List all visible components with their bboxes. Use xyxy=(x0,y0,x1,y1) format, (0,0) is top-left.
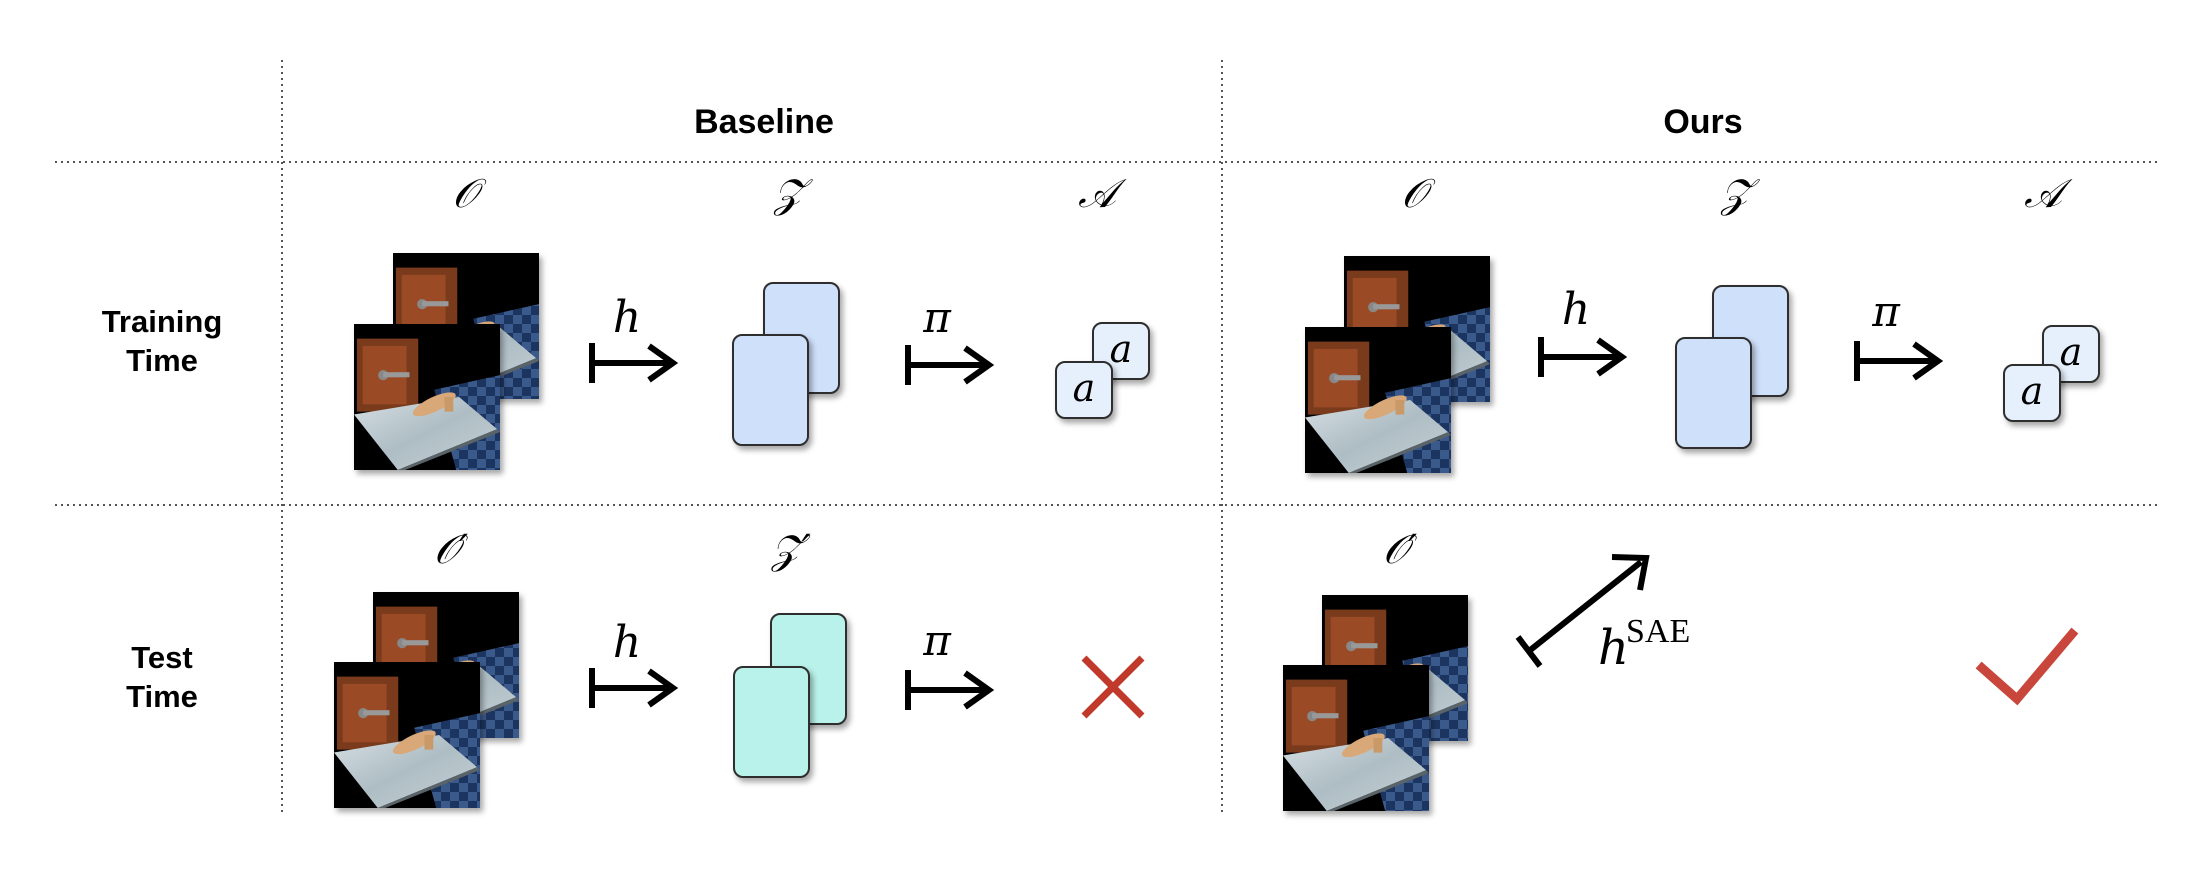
symbol-obs-shift-ours: 𝒪′ xyxy=(1383,527,1418,573)
observation-stack-train-baseline xyxy=(354,253,539,470)
symbol-action-ours: 𝒜 xyxy=(2024,171,2073,217)
action-tiles-train-baseline: aa xyxy=(1055,322,1150,419)
observation-stack-test-baseline xyxy=(334,592,519,808)
symbol-obs-ours: 𝒪 xyxy=(1401,171,1436,217)
latent-card-front xyxy=(1675,337,1752,449)
row-label-test: Test Time xyxy=(126,640,198,714)
observation-stack-train-ours xyxy=(1305,256,1490,473)
observation-image-front xyxy=(334,662,480,808)
action-token-label: a xyxy=(1073,366,1096,410)
symbol-latent-baseline: 𝒵 xyxy=(773,171,814,217)
encoder-arrow-test-baseline: h xyxy=(589,617,679,708)
column-header-ours: Ours xyxy=(1663,103,1742,141)
row-label-training-line1: Training xyxy=(102,304,223,339)
symbol-obs-shift-baseline: 𝒪′ xyxy=(434,527,469,573)
action-token-label: a xyxy=(2021,369,2044,413)
latent-cards-test-baseline xyxy=(733,613,847,778)
row-label-test-line2: Time xyxy=(126,679,198,714)
latent-card-front xyxy=(732,334,809,446)
success-check-icon xyxy=(1975,627,2079,706)
policy-arrow-train-baseline: π xyxy=(905,293,995,385)
encoder-label: h xyxy=(613,292,641,343)
policy-label: π xyxy=(922,293,952,342)
observation-image-front xyxy=(1305,327,1451,473)
action-tile-front: a xyxy=(1055,361,1113,419)
row-label-training-line2: Time xyxy=(126,343,198,378)
action-token-label: a xyxy=(1110,327,1133,371)
sae-label-superscript: SAE xyxy=(1626,613,1690,650)
policy-label: π xyxy=(922,616,952,665)
latent-cards-train-baseline xyxy=(732,282,840,446)
action-tile-front: a xyxy=(2003,364,2061,422)
row-label-test-line1: Test xyxy=(131,640,192,675)
observation-image-front xyxy=(354,324,500,470)
symbol-action-baseline: 𝒜 xyxy=(1078,171,1127,217)
action-token-label: a xyxy=(2060,330,2083,374)
latent-cards-train-ours xyxy=(1675,285,1789,449)
symbol-latent-ours: 𝒵 xyxy=(1720,171,1761,217)
symbol-latent-shift-baseline: 𝒵′ xyxy=(770,527,811,573)
sae-label-base: h xyxy=(1598,620,1629,676)
policy-arrow-train-ours: π xyxy=(1854,287,1944,381)
encoder-arrow-train-baseline: h xyxy=(589,292,679,383)
encoder-label: h xyxy=(1562,284,1590,335)
policy-arrow-test-baseline: π xyxy=(905,616,995,710)
sae-arrow: h SAE xyxy=(1515,554,1690,676)
encoder-arrow-train-ours: h xyxy=(1538,284,1628,377)
fail-cross-icon xyxy=(1081,655,1145,719)
policy-label: π xyxy=(1871,287,1901,336)
symbol-obs-baseline: 𝒪 xyxy=(452,171,487,217)
set-symbols: 𝒪 𝒵 𝒜 𝒪 𝒵 𝒜 𝒪′ 𝒵′ 𝒪′ xyxy=(434,171,2073,573)
latent-card-front xyxy=(733,666,810,778)
observation-stack-test-ours xyxy=(1283,595,1468,811)
observation-image-front xyxy=(1283,665,1429,811)
encoder-label: h xyxy=(613,617,641,668)
row-label-training: Training Time xyxy=(102,304,223,378)
action-tiles-train-ours: aa xyxy=(2003,325,2100,422)
column-header-baseline: Baseline xyxy=(694,103,834,141)
